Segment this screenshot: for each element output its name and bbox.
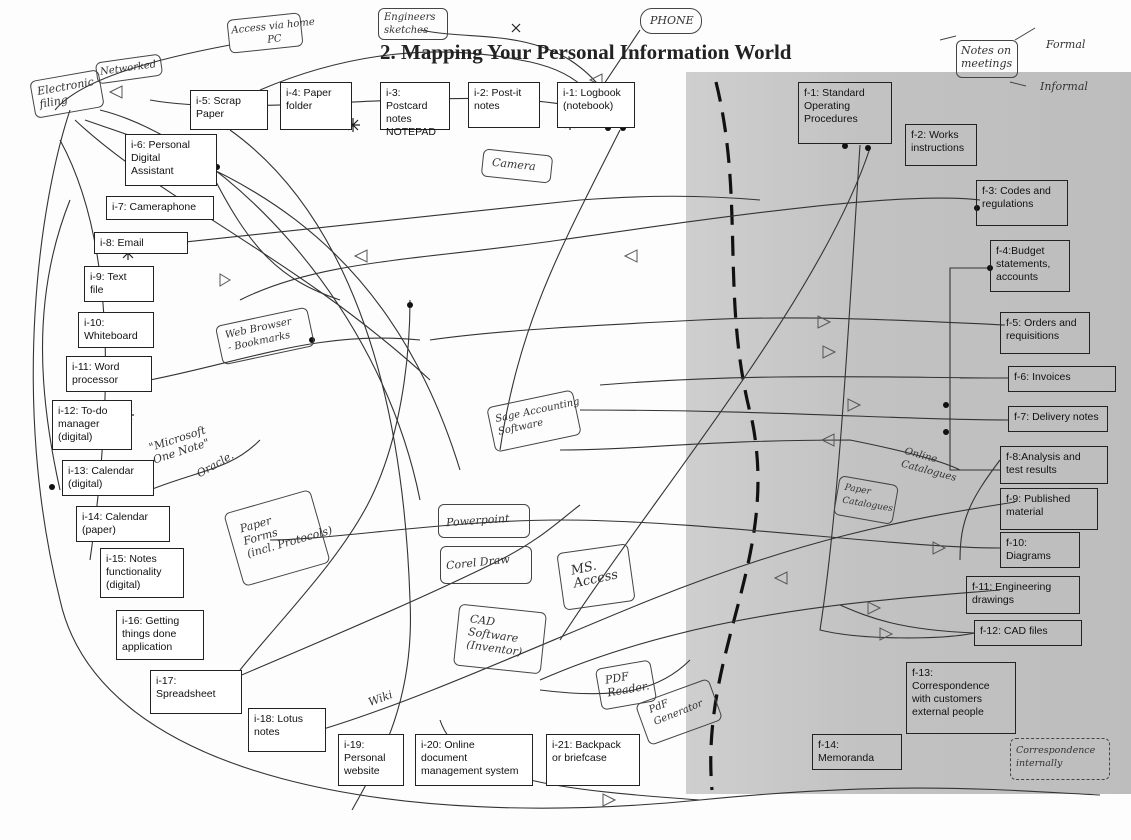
box-f-10-diagrams: f-10: Diagrams <box>1000 532 1080 568</box>
engineers-sketches-note: Engineers sketches <box>384 12 436 36</box>
box-i-18-lotus-notes: i-18: Lotus notes <box>248 708 326 752</box>
diagram-title: 2. Mapping Your Personal Information Wor… <box>380 40 792 64</box>
engineers-sketches-note-box <box>378 8 448 40</box>
box-f-12-cad-files: f-12: CAD files <box>974 620 1082 646</box>
formal-area-shading <box>686 72 1131 794</box>
powerpoint-note-box <box>438 504 530 538</box>
correspondence-internally-note: Correspondence internally <box>1016 745 1096 769</box>
box-f-13-correspondence: f-13: Correspondence with customers exte… <box>906 662 1016 734</box>
box-f-7-delivery-notes: f-7: Delivery notes <box>1008 406 1108 432</box>
box-i-13-calendar-digital: i-13: Calendar (digital) <box>62 460 154 496</box>
box-i-2-post-it-notes: i-2: Post-it notes <box>468 82 540 128</box>
box-i-4-paper-folder: i-4: Paper folder <box>280 82 352 130</box>
box-f-14-memoranda: f-14: Memoranda <box>812 734 902 770</box>
box-f-8-analysis-test-results: f-8:Analysis and test results <box>1000 446 1108 484</box>
box-f-4-budget-statements: f-4:Budget statements, accounts <box>990 240 1070 292</box>
box-i-1-logbook: i-1: Logbook (notebook) <box>557 82 635 128</box>
box-f-5-orders-requisitions: f-5: Orders and requisitions <box>1000 312 1090 354</box>
box-i-14-calendar-paper: i-14: Calendar (paper) <box>76 506 170 542</box>
box-i-6-pda: i-6: Personal Digital Assistant <box>125 134 217 186</box>
box-f-11-engineering-drawings: f-11: Engineering drawings <box>966 576 1080 614</box>
box-i-3-notepad: i-3: Postcard notes NOTEPAD <box>380 82 450 138</box>
box-i-8-email: i-8: Email <box>94 232 188 254</box>
box-i-16-gtd-application: i-16: Getting things done application <box>116 610 204 660</box>
box-i-11-word-processor: i-11: Word processor <box>66 356 152 392</box>
notes-on-meetings-note: Notes on meetings <box>961 44 1013 70</box>
corel-draw-note-box <box>440 546 532 584</box>
box-i-17-spreadsheet: i-17: Spreadsheet <box>150 670 242 714</box>
correspondence-internally-note-box <box>1010 738 1110 780</box>
box-i-9-text-file: i-9: Text file <box>84 266 154 302</box>
phone-note: PHONE <box>650 14 694 27</box>
informal-note: Informal <box>1040 80 1088 93</box>
box-i-7-cameraphone: i-7: Cameraphone <box>106 196 214 220</box>
box-f-1-sop: f-1: Standard Operating Procedures <box>798 82 892 144</box>
phone-note-box <box>640 8 702 34</box>
box-i-5-scrap-paper: i-5: Scrap Paper <box>190 90 268 130</box>
box-f-6-invoices: f-6: Invoices <box>1008 366 1116 392</box>
formal-note: Formal <box>1046 38 1086 51</box>
notes-on-meetings-note-box <box>956 40 1018 78</box>
box-f-2-works-instructions: f-2: Works instructions <box>905 124 977 166</box>
box-f-3-codes-regulations: f-3: Codes and regulations <box>976 180 1068 226</box>
box-i-12-todo-manager: i-12: To-do manager (digital) <box>52 400 132 450</box>
box-i-15-notes-functionality: i-15: Notes functionality (digital) <box>100 548 184 598</box>
box-i-21-backpack: i-21: Backpack or briefcase <box>546 734 640 786</box>
box-f-9-published-material: f-9: Published material <box>1000 488 1098 530</box>
box-i-10-whiteboard: i-10: Whiteboard <box>78 312 154 348</box>
box-i-19-personal-website: i-19: Personal website <box>338 734 404 786</box>
cad-software-note: CAD Software (Inventor) <box>465 612 523 659</box>
box-i-20-online-dms: i-20: Online document management system <box>415 734 533 786</box>
